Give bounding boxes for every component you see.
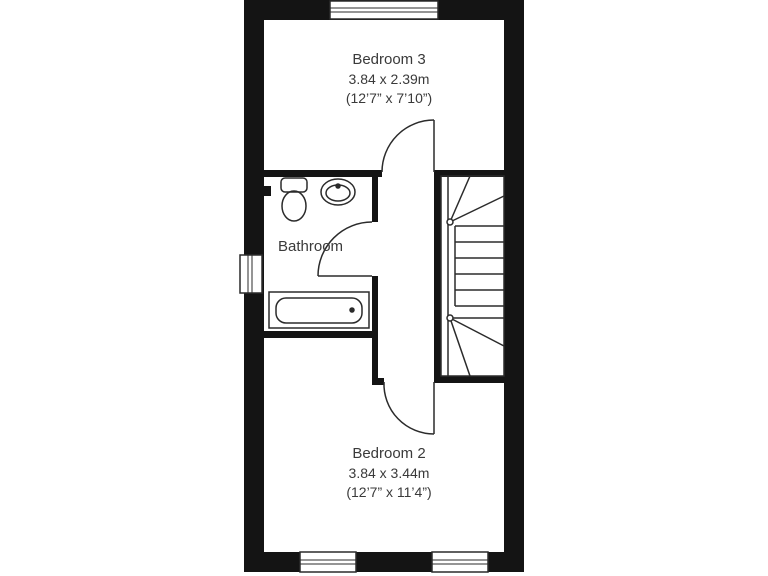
- wall-bedroom3-stairs: [434, 170, 504, 177]
- wall-stub: [264, 186, 271, 196]
- window-bedroom-2-right: [431, 551, 489, 573]
- wall-bathroom-right-bottom: [372, 276, 378, 384]
- window-bedroom-3: [329, 0, 439, 20]
- wall-bathroom-bottom: [264, 331, 376, 338]
- bedroom-3-metric: 3.84 x 2.39m: [349, 71, 430, 87]
- window-bedroom-2-left: [299, 551, 357, 573]
- stair-enclosure-left: [434, 176, 441, 376]
- bedroom-3-imperial: (12’7” x 7’10”): [346, 90, 432, 106]
- door-bathroom: [317, 221, 373, 277]
- basin-icon: [320, 178, 356, 206]
- wall-landing-bottom-right: [434, 376, 504, 383]
- door-bedroom-3: [381, 119, 435, 173]
- bedroom-2-name: Bedroom 2: [352, 445, 425, 462]
- bedroom-2-imperial: (12’7” x 11’4”): [346, 484, 431, 500]
- window-bathroom: [239, 254, 263, 294]
- wall-bathroom-right-top: [372, 176, 378, 222]
- wall-landing-bottom-left: [372, 378, 384, 385]
- staircase: [440, 175, 505, 377]
- bath-icon: [268, 291, 370, 329]
- wall-bedroom3-bathroom: [264, 170, 382, 177]
- bathroom-name: Bathroom: [278, 238, 343, 255]
- bedroom-3-name: Bedroom 3: [352, 51, 425, 68]
- door-bedroom-2: [383, 381, 435, 435]
- toilet-icon: [280, 177, 308, 222]
- bedroom-2-metric: 3.84 x 3.44m: [349, 465, 430, 481]
